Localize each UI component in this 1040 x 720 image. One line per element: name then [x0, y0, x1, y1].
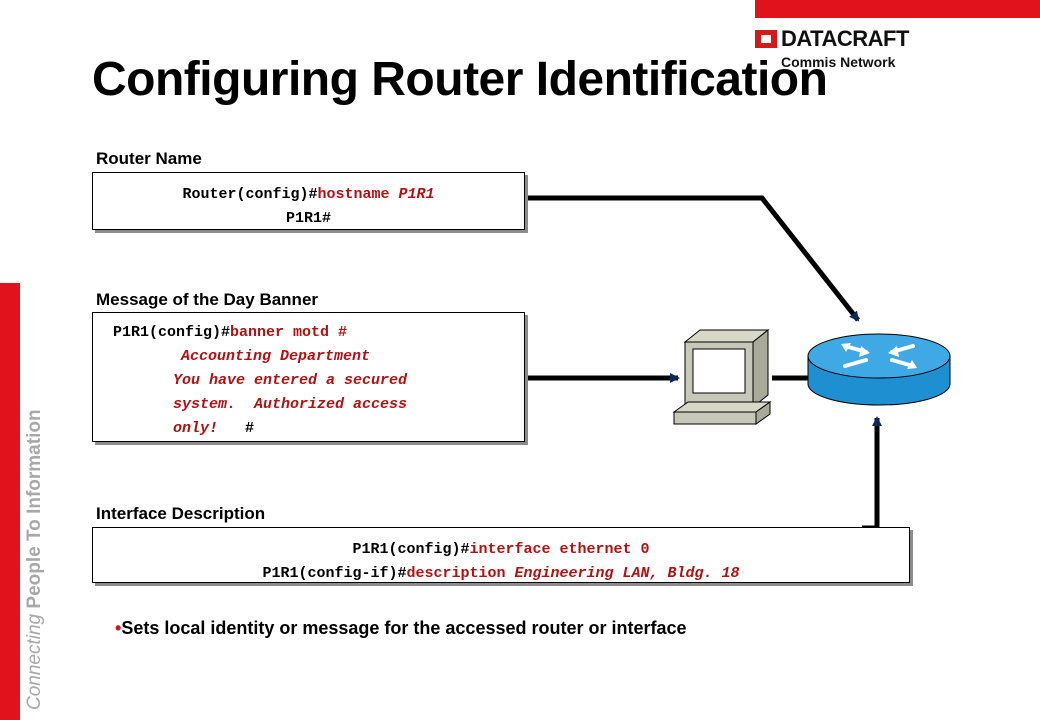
logo-subtitle: Commis Network	[781, 54, 896, 70]
interface-label: Interface Description	[96, 504, 266, 523]
motd-line-5-text: only!	[173, 420, 219, 437]
motd-line-4: system. Authorized access	[173, 396, 408, 413]
router-name-line-1: Router(config)#hostname P1R1	[93, 183, 524, 207]
slide-title: Configuring Router Identification	[92, 53, 828, 106]
motd-delimiter: #	[245, 420, 255, 437]
bullet-dot-icon: •	[115, 618, 122, 638]
motd-prompt: P1R1(config)#	[113, 324, 231, 341]
motd-command: banner motd #	[230, 324, 348, 341]
motd-command-box: P1R1(config)#banner motd # Accounting De…	[92, 312, 525, 442]
computer-icon	[672, 328, 772, 425]
logo-name: DATACRAFT	[781, 26, 909, 51]
interface-command-1: interface ethernet 0	[469, 541, 650, 558]
interface-line-2: P1R1(config-if)#description Engineering …	[93, 562, 909, 586]
router-name-line-2: P1R1#	[285, 210, 331, 227]
interface-prompt-2: P1R1(config-if)#	[262, 565, 407, 582]
top-accent-bar	[755, 0, 1040, 18]
router-name-command-box: Router(config)#hostname P1R1 P1R1#	[92, 172, 525, 230]
router-name-prompt: Router(config)#	[182, 186, 318, 203]
datacraft-logo: DATACRAFT Commis Network	[755, 26, 945, 78]
motd-line-3: You have entered a secured	[173, 372, 408, 389]
interface-prompt-1: P1R1(config)#	[352, 541, 470, 558]
interface-argument: Engineering LAN, Bldg. 18	[514, 565, 740, 582]
motd-label: Message of the Day Banner	[96, 290, 319, 309]
router-name-argument: P1R1	[398, 186, 435, 203]
router-name-connector	[528, 195, 860, 322]
interface-command-2: description	[406, 565, 515, 582]
summary-bullet-text: Sets local identity or message for the a…	[121, 618, 687, 638]
router-name-label: Router Name	[96, 149, 202, 168]
summary-bullet: •Sets local identity or message for the …	[115, 618, 687, 639]
left-accent-bar	[0, 283, 20, 720]
interface-connector	[862, 416, 882, 531]
motd-line-2: Accounting Department	[181, 348, 371, 365]
interface-line-1: P1R1(config)#interface ethernet 0	[93, 538, 909, 562]
router-icon	[807, 333, 951, 406]
logo-mark-icon	[755, 30, 777, 48]
router-name-command: hostname	[317, 186, 399, 203]
motd-line-1: P1R1(config)#banner motd #	[93, 321, 524, 345]
interface-command-box: P1R1(config)#interface ethernet 0 P1R1(c…	[92, 527, 910, 583]
motd-line-5: only! #	[93, 417, 524, 441]
